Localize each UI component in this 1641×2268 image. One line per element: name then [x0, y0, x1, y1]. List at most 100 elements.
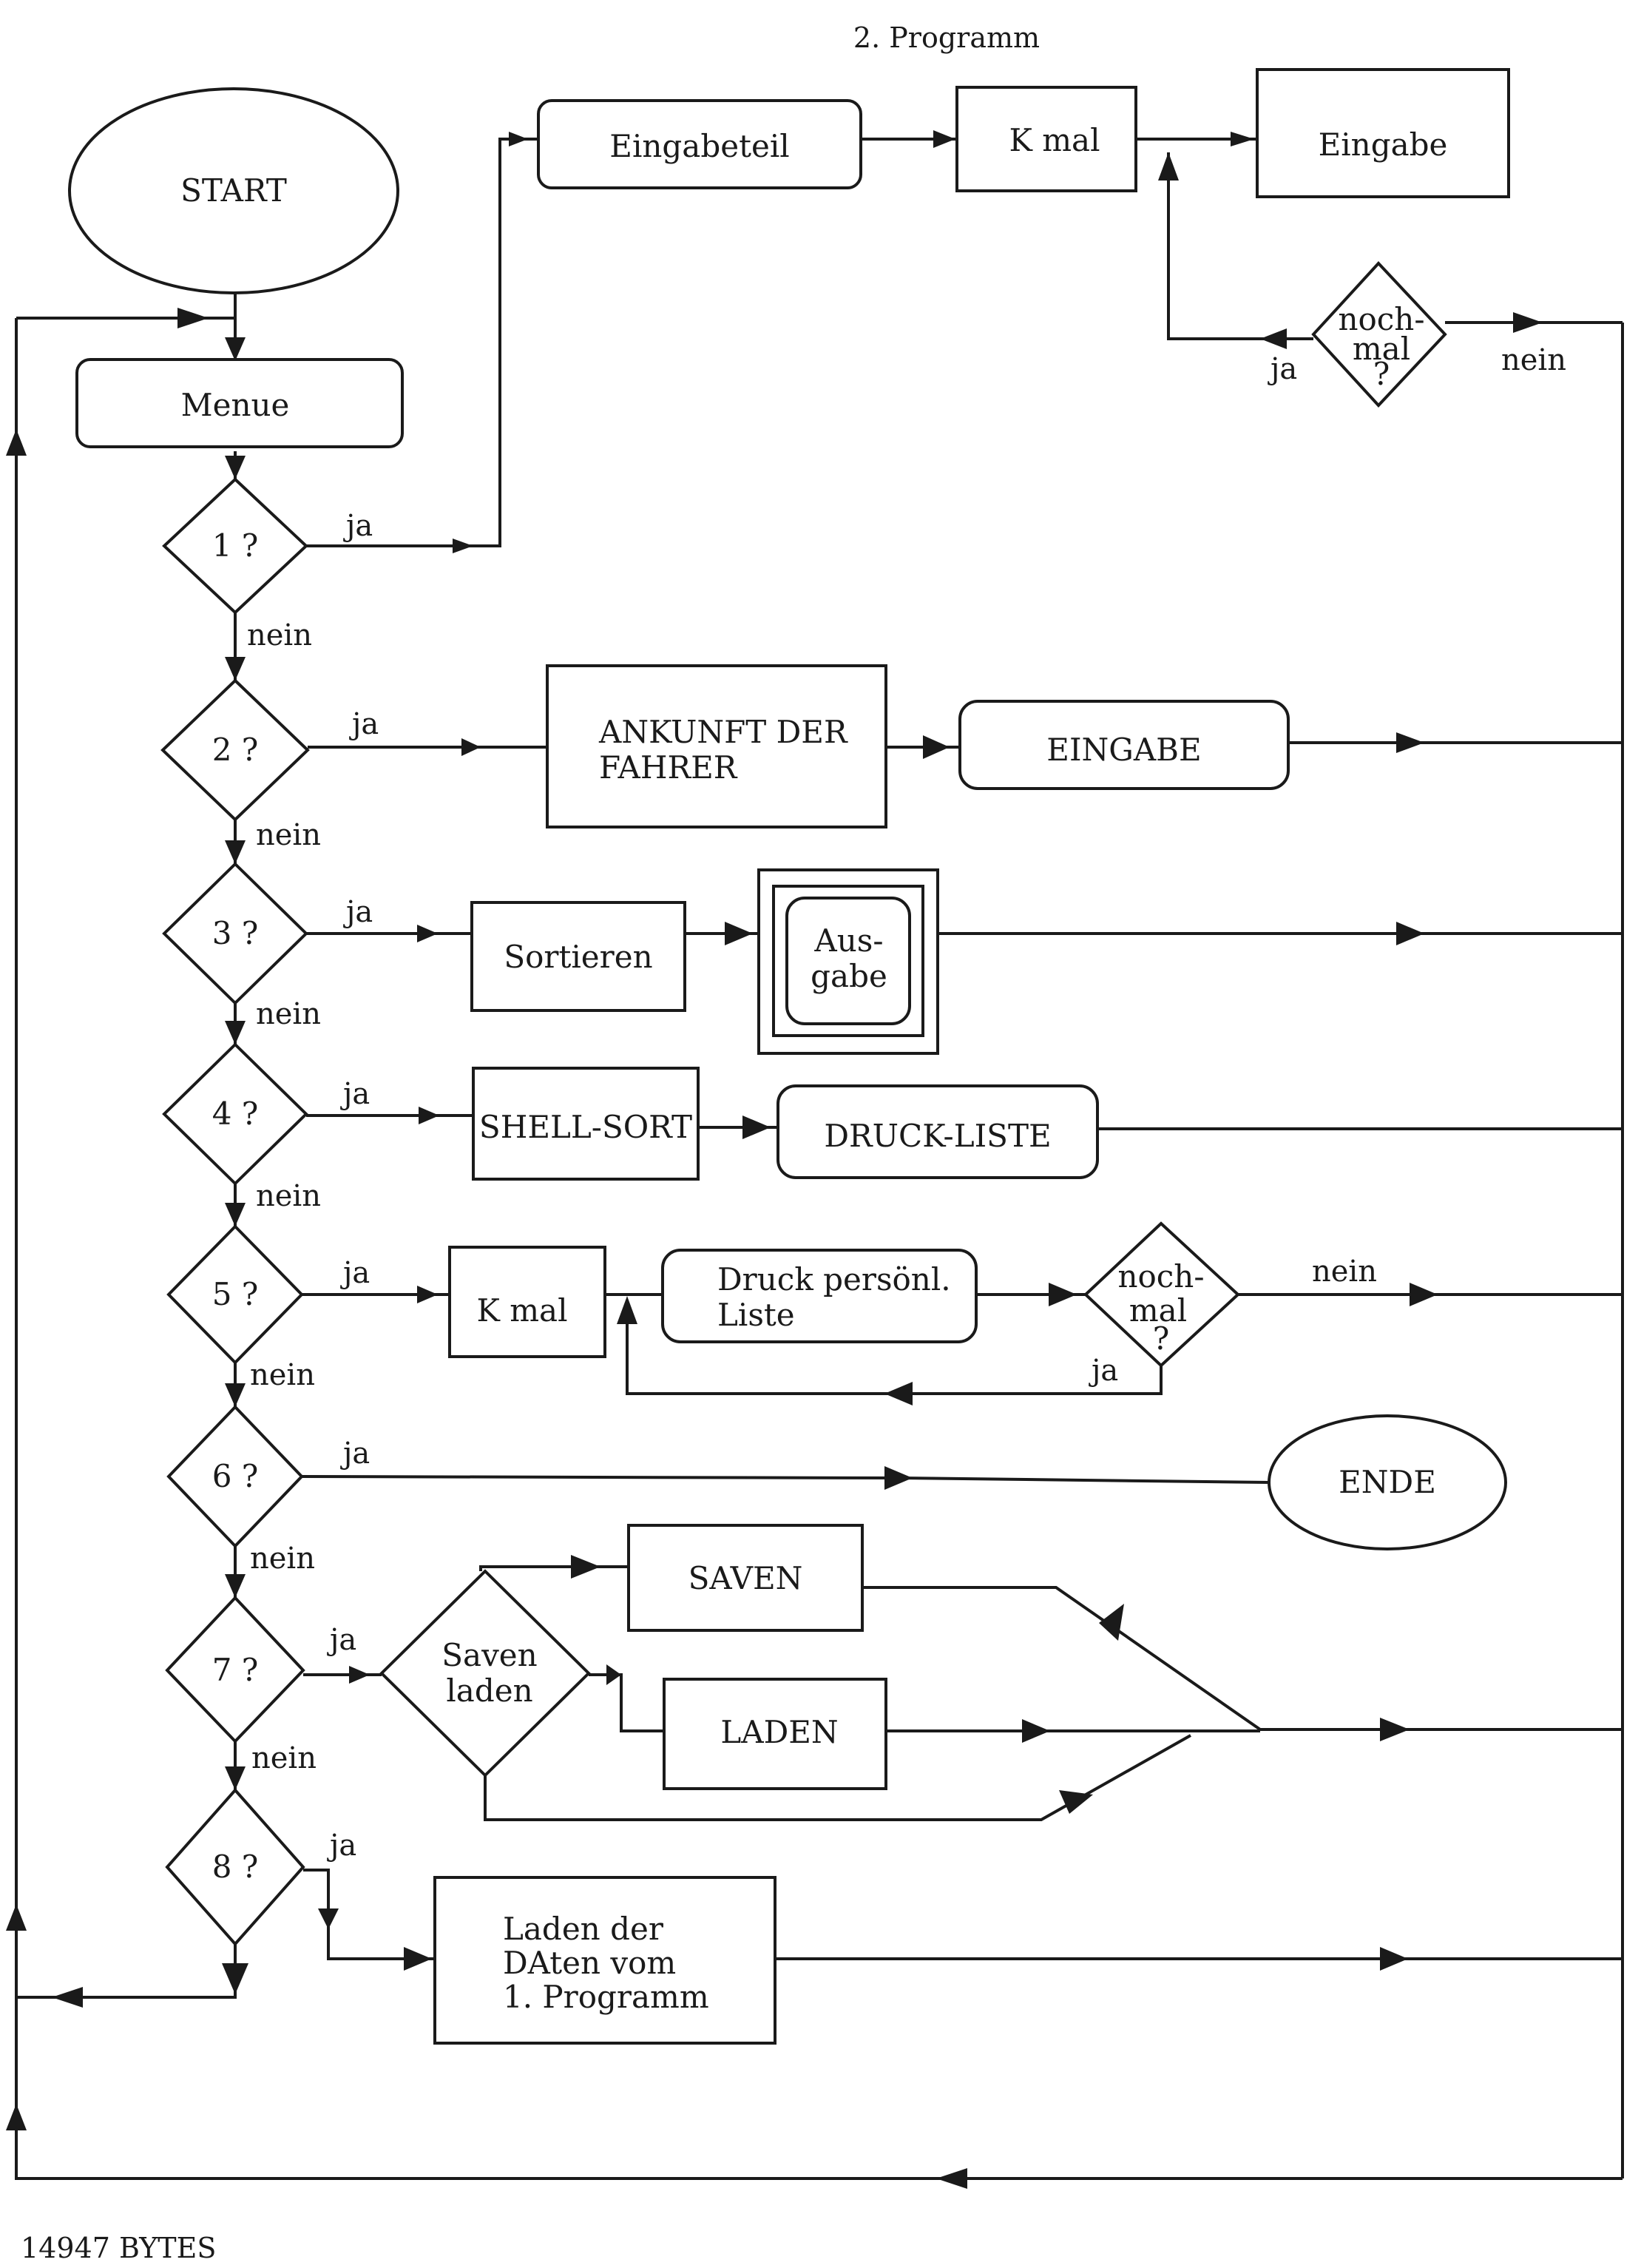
saven-box: SAVEN [627, 1524, 864, 1632]
ja-label: ja [340, 1256, 370, 1290]
eingabe-top-label: Eingabe [1319, 126, 1448, 163]
eingabe-2-box: EINGABE [958, 700, 1290, 790]
nochmal-5-line2: mal [1129, 1292, 1187, 1329]
arrowhead [225, 1574, 246, 1598]
ausgabe-line1: Aus- [813, 922, 883, 959]
menue-label: Menue [181, 387, 290, 423]
laden-label: LADEN [720, 1714, 838, 1750]
decision-8: 8 ? [165, 1787, 305, 1947]
arrowhead [453, 539, 473, 553]
arrowheads [6, 130, 1543, 2189]
ja-label: ja [327, 1623, 356, 1657]
decision-2: 2 ? [160, 678, 310, 822]
arrowhead [225, 337, 246, 361]
arrowhead [571, 1555, 600, 1579]
arrowhead [419, 1107, 439, 1124]
decision-1: 1 ? [162, 477, 308, 615]
arrowhead [725, 922, 753, 945]
nochmal-5-line1: noch- [1117, 1258, 1204, 1295]
nein-label: nein [256, 997, 321, 1031]
page-title: 2. Programm [853, 21, 1040, 54]
savenladen-decision: Saven laden [379, 1569, 591, 1778]
arrowhead [1260, 328, 1287, 349]
k-mal-top-label: K mal [1009, 122, 1100, 158]
eingabe-2-label: EINGABE [1046, 732, 1201, 768]
arrowhead [1410, 1283, 1438, 1306]
decision-8-label: 8 ? [212, 1849, 259, 1885]
arrowhead [606, 1664, 621, 1685]
decision-1-label: 1 ? [212, 527, 259, 564]
arrowhead [318, 1908, 339, 1929]
arrowhead [742, 1116, 771, 1139]
arrowhead [6, 1904, 27, 1931]
nein-label: nein [250, 1542, 315, 1576]
decision-4-label: 4 ? [212, 1096, 259, 1132]
ladendaten-line2: DAten vom [503, 1945, 676, 1981]
saven-label: SAVEN [688, 1560, 803, 1596]
decision-3: 3 ? [162, 862, 308, 1005]
k-mal-5-label: K mal [476, 1292, 567, 1329]
arrowhead [404, 1947, 432, 1971]
druckpers-line1: Druck persönl. [717, 1261, 951, 1297]
arrowhead [225, 1021, 246, 1044]
arrowhead [933, 130, 955, 148]
decision-4: 4 ? [162, 1042, 308, 1186]
arrowhead [222, 1963, 248, 1994]
arrowhead [225, 1766, 246, 1790]
nochmal-5-decision: noch- mal ? [1083, 1221, 1240, 1368]
ladendaten-line3: 1. Programm [503, 1979, 709, 2015]
ja-label: ja [340, 1437, 370, 1471]
arrowhead [1396, 732, 1424, 753]
arrowhead [1380, 1947, 1408, 1971]
ja-label: ja [343, 895, 373, 929]
nochmal-5-line3: ? [1153, 1320, 1170, 1357]
arrowhead [6, 2104, 27, 2130]
arrowhead [1099, 1604, 1124, 1641]
ja-label: ja [327, 1829, 356, 1863]
menue-box: Menue [75, 358, 404, 448]
arrowhead [177, 308, 209, 328]
arrowhead [417, 1286, 438, 1303]
nein-label: nein [256, 1179, 321, 1213]
decision-6-label: 6 ? [212, 1458, 259, 1494]
nochmal-top-line3: ? [1373, 356, 1390, 392]
savenladen-line1: Saven [441, 1637, 537, 1673]
arrowhead [225, 1383, 246, 1407]
decision-6: 6 ? [166, 1405, 304, 1548]
ladendaten-box: Laden der DAten vom 1. Programm [433, 1876, 776, 2045]
arrowhead [52, 1987, 83, 2008]
arrowhead [617, 1296, 637, 1324]
decision-7-label: 7 ? [212, 1652, 259, 1688]
ausgabe-line2: gabe [811, 958, 887, 994]
arrowhead [1049, 1283, 1077, 1306]
arrowhead [1158, 152, 1179, 180]
ja-label: ja [343, 509, 373, 543]
eingabe-top-box: Eingabe [1256, 68, 1510, 198]
arrowhead [923, 735, 950, 759]
arrowhead [936, 2168, 967, 2189]
nein-label: nein [247, 618, 312, 652]
decision-5-label: 5 ? [212, 1276, 259, 1312]
ende-terminal: ENDE [1268, 1414, 1507, 1550]
arrowhead [225, 456, 246, 479]
eingabeteil-label: Eingabeteil [609, 128, 789, 164]
decision-5: 5 ? [166, 1224, 304, 1365]
ankunft-line2: FAHRER [599, 749, 738, 786]
arrowhead [509, 132, 528, 146]
druckliste-box: DRUCK-LISTE [776, 1084, 1099, 1179]
start-terminal: START [68, 87, 399, 294]
arrowhead [1513, 312, 1543, 333]
laden-box: LADEN [663, 1678, 887, 1790]
arrowhead [349, 1666, 370, 1684]
arrowhead [225, 1203, 246, 1226]
arrowhead [1022, 1719, 1050, 1743]
arrowhead [225, 840, 246, 864]
nein-label: nein [251, 1741, 317, 1775]
nein-label: nein [256, 818, 321, 852]
arrowhead [6, 429, 27, 456]
start-label: START [180, 172, 287, 209]
arrowhead [1396, 922, 1424, 945]
arrowhead [1231, 132, 1254, 146]
arrowhead [884, 1382, 913, 1405]
